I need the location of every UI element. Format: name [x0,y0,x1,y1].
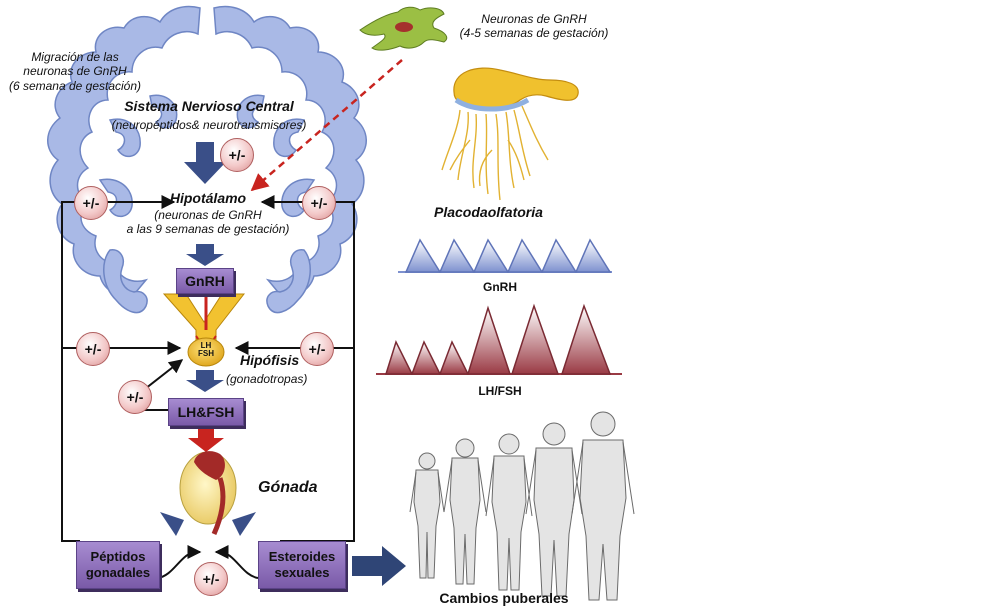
regulator-cns: +/- [220,138,254,172]
lhfsh-pulse-chart [376,303,622,375]
gland-label: LH FSH [198,341,214,359]
migration-label: Migración de las neuronas de GnRH (6 sem… [8,50,142,93]
lhfsh-pulse-label: LH/FSH [478,384,522,398]
puberty-label: Cambios puberales [439,590,569,606]
placoda-label: Placodaolfatoria [434,204,543,220]
brain-outline [47,5,367,314]
regulator-bottom: +/- [194,562,228,596]
hypothalamus-subtitle: (neuronas de GnRH a las 9 semanas de ges… [126,208,290,237]
regulator-hypothalamus-right: +/- [302,186,336,220]
gnrh-pulse-chart [398,238,612,273]
regulator-pituitary-left: +/- [76,332,110,366]
migration-dashed-arrow [250,59,403,192]
hypophysis-title: Hipófisis [240,352,300,368]
pituitary-gland [162,292,246,367]
gnrh-pulse-label: GnRH [483,280,517,294]
olfactory-placode [441,67,579,201]
puberty-arrow [352,546,406,586]
regulator-hypothalamus-left: +/- [74,186,108,220]
hypothalamus-title: Hipotálamo [169,190,247,206]
pit-down-arrow [186,370,224,392]
gnrh-neurons-label: Neuronas de GnRH (4-5 semanas de gestaci… [459,12,609,41]
lhfsh-down-arrow-red [188,428,224,452]
cns-title: Sistema Nervioso Central [124,98,294,114]
gonad-organ [179,451,237,536]
gonadal-peptides-box: Péptidos gonadales [76,541,160,589]
regulator-pituitary-right: +/- [300,332,334,366]
cns-subtitle: (neuropéptidos& neurotransmisores) [111,118,307,132]
gnrh-box: GnRH [176,268,234,294]
lhfsh-box: LH&FSH [168,398,244,426]
cns-down-arrow [184,142,226,184]
regulator-lhfsh-loop: +/- [118,380,152,414]
sex-steroids-box: Esteroides sexuales [258,541,346,589]
gonad-chevron-arrows [160,512,256,536]
gnrh-neuron-cell [359,6,448,51]
hypophysis-subtitle: (gonadotropas) [226,372,308,386]
gonad-label: Gónada [258,479,318,496]
puberty-figures [409,411,635,601]
hyp-down-arrow [186,244,224,266]
